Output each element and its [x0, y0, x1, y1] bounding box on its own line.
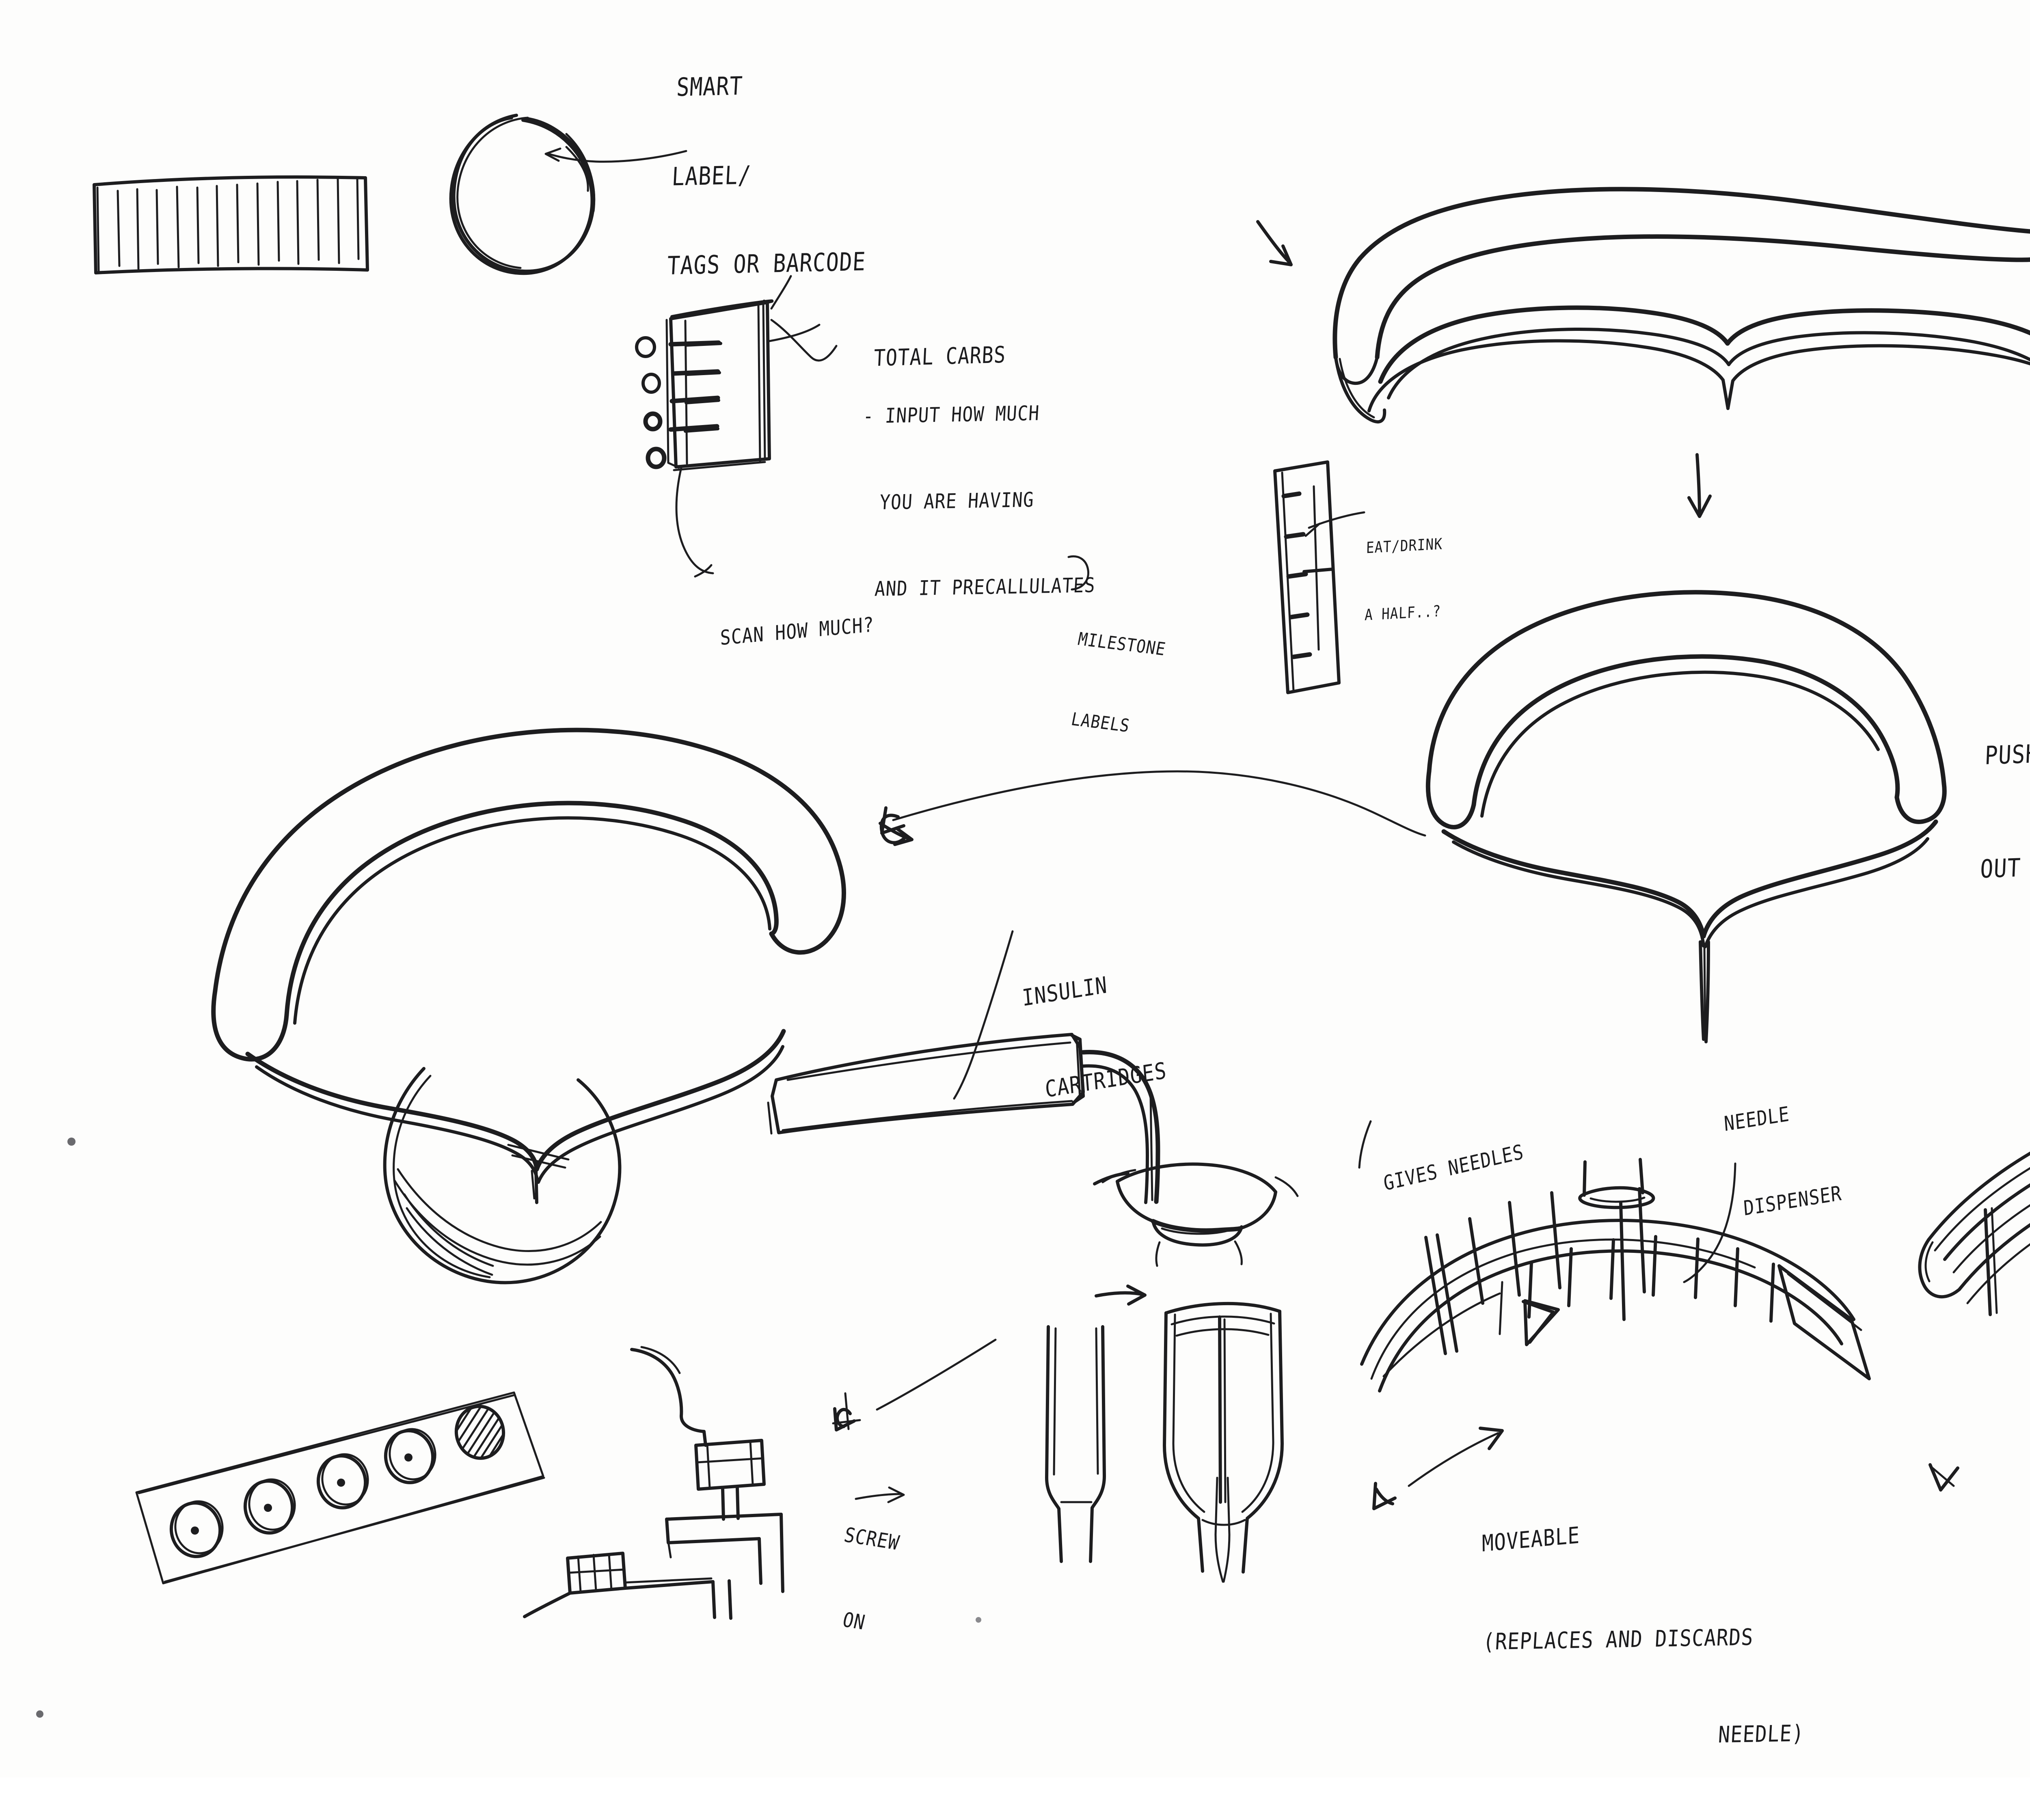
annotation-replaces-discards: (REPLACES AND DiSCARDS NEEDLE): [1473, 1556, 1814, 1820]
annotation-scan-how-much: SCAN HOW MUCH?: [719, 565, 875, 698]
measuring-strip: [1273, 460, 1365, 694]
top-device-arrow-left: [1256, 220, 1293, 266]
screw-on-connector: [523, 1346, 784, 1620]
annotation-eat-drink: EAT/DRINK A HALF..?: [1363, 488, 1444, 671]
annotation-line: NEEDLE): [1717, 1720, 1805, 1748]
annotation-line: SCREW: [842, 1523, 902, 1555]
seat-arrow-right: [1095, 1285, 1147, 1306]
annotation-insulin-cartridges: iNSULIN CARTRIDGES: [1016, 898, 1173, 1171]
needle-with-head: [1578, 1158, 1655, 1321]
annotation-line: OUT (THEN RETRACTS): [1979, 853, 2021, 884]
annotation-line: SMART: [676, 71, 744, 102]
annotation-line: MOVEABLE: [1481, 1522, 1580, 1557]
total-carbs-leader: [770, 319, 838, 362]
left-device-arrow: [879, 822, 914, 846]
annotation-line: A HALF..?: [1364, 602, 1442, 624]
annotation-line: MILESTONE: [1076, 628, 1168, 660]
screw-on-leader: [855, 1486, 905, 1503]
annotation-smart-label: SMART LABEL/ TAGS OR BARCODE: [663, 9, 879, 340]
sketch-sheet: SMART LABEL/ TAGS OR BARCODE TOTAL CARBS…: [36, 9, 2030, 1748]
annotation-line: PUSHES NEEDLE: [1984, 738, 2030, 771]
annotation-line: EAT/DRINK: [1366, 535, 1443, 557]
device-wing-front-view: [1425, 590, 1947, 1043]
annotation-line: AND iT PRECALLULATES: [874, 573, 1096, 601]
annotation-line: CARTRIDGES: [1044, 1057, 1168, 1103]
annotation-line: iNSULIN: [1021, 972, 1108, 1012]
carb-card-stack: [635, 275, 821, 471]
nozzle-arrow-down: [832, 1339, 997, 1431]
gives-needles-leader: [1358, 1120, 1372, 1169]
needle-take-arrow: [1382, 1292, 1560, 1377]
band-left-arrow: [1929, 1463, 1959, 1492]
sketch-ink-layer: [36, 114, 2030, 1718]
downward-arrow: [1687, 453, 1712, 518]
moveable-arrow: [1408, 1427, 1504, 1487]
milestone-bracket: [1067, 555, 1090, 591]
annotation-line: DiSPENSER: [1743, 1181, 1843, 1220]
dispenser-leader: [1683, 1162, 1736, 1283]
annotation-line: YOU ARE HAVING: [879, 488, 1035, 514]
smart-label-leader-arrow: [544, 147, 687, 163]
annotation-input-note: - INPUT HOW MUCH YOU ARE HAVING AND iT P…: [849, 340, 1110, 662]
device-wing-top-view: [1332, 187, 2030, 423]
needle-dispenser-arc: [1360, 1158, 1871, 1393]
device-wing-perspective: [211, 728, 846, 1285]
moveable-arrow-left: [1372, 1482, 1397, 1510]
barcode-label: [93, 175, 369, 274]
annotation-line: LABEL/: [671, 160, 752, 192]
nozzle-cross-section-pair: [1045, 1302, 1284, 1583]
annotation-line: TAGS OR BARCODE: [666, 246, 867, 281]
insulin-cartridge-body: [767, 1033, 1160, 1204]
annotation-line: ON: [840, 1608, 868, 1634]
insulin-cartridges-leader: [953, 930, 1014, 1100]
annotation-line: NEEDLE: [1723, 1102, 1790, 1136]
scan-circle-loop: [449, 114, 596, 275]
annotation-line: GIVES NEEDLES: [1382, 1140, 1525, 1196]
disposal-tray: [135, 1391, 545, 1585]
annotation-needle-dispenser: NEEDLE DiSPENSER: [1718, 1035, 1848, 1283]
annotation-line: LABELS: [1069, 709, 1132, 736]
device-link-swirl: [879, 770, 1426, 844]
cartridge-seat: [1093, 1162, 1299, 1267]
annotation-line: (REPLACES AND DiSCARDS: [1482, 1624, 1754, 1656]
annotation-line: - INPUT HOW MUCH: [862, 401, 1041, 428]
needle-tray-cross-section: [1918, 1151, 2030, 1492]
annotation-line: SCAN HOW MUCH?: [720, 613, 875, 650]
scan-leader: [675, 466, 714, 578]
